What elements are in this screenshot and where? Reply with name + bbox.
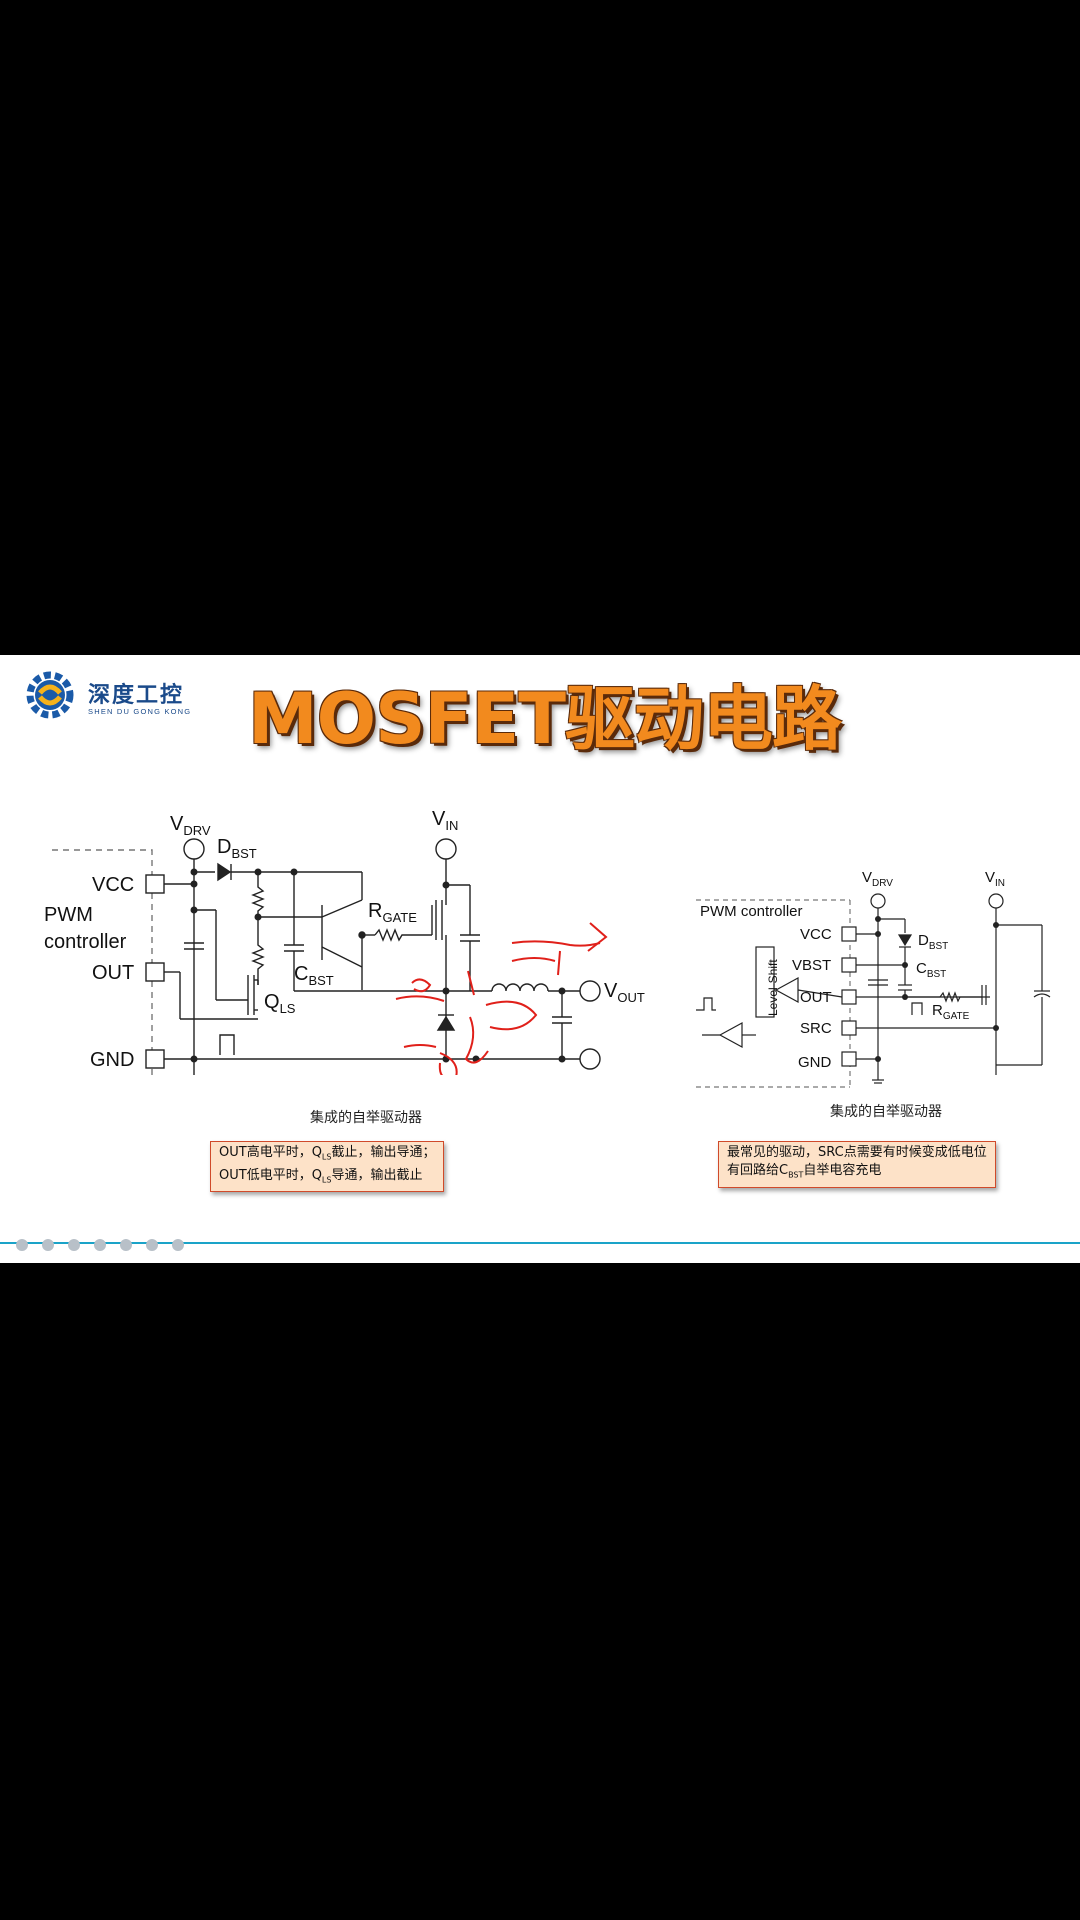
r-label-vdrv: VDRV [862, 869, 893, 889]
left-note: OUT高电平时，QLS截止，输出导通； OUT低电平时，QLS导通，输出截止 [210, 1141, 445, 1193]
right-note: 最常见的驱动，SRC点需要有时候变成低电位 有回路给CBST自举电容充电 [718, 1141, 996, 1188]
left-circuit-diagram: VDRV DBST VIN VCC PWM controller OUT GND… [44, 808, 645, 1075]
presentation-toolbar [10, 1235, 190, 1257]
gear-logo-icon [26, 671, 74, 719]
r-label-pwm-controller: PWM controller [700, 903, 803, 920]
right-circuit-diagram: Level-Shift VDRV VIN PWM controller VCC … [696, 869, 1051, 1088]
label-vout: VOUT [604, 980, 645, 1005]
r-label-vcc: VCC [800, 926, 832, 943]
left-caption: 集成的自举驱动器 [310, 1110, 422, 1126]
progress-line [0, 1242, 1080, 1244]
label-pwm: PWM [44, 904, 93, 926]
slide: 深度工控 SHEN DU GONG KONG MOSFET驱动电路 [0, 655, 1080, 1263]
grid-icon[interactable] [172, 1239, 184, 1251]
prev-icon[interactable] [16, 1239, 28, 1251]
logo-text: 深度工控 [88, 683, 185, 708]
chat-icon[interactable] [146, 1239, 158, 1251]
r-label-vin: VIN [985, 869, 1005, 889]
label-vcc: VCC [92, 874, 134, 896]
label-controller: controller [44, 931, 127, 953]
next-icon[interactable] [42, 1239, 54, 1251]
r-label-dbst: DBST [918, 932, 948, 952]
label-qls: QLS [264, 991, 296, 1016]
label-vdrv: VDRV [170, 813, 211, 838]
label-out: OUT [92, 962, 134, 984]
camera-icon[interactable] [120, 1239, 132, 1251]
slide-title: MOSFET驱动电路 [248, 678, 842, 760]
r-label-vbst: VBST [792, 957, 831, 974]
right-caption: 集成的自举驱动器 [830, 1104, 942, 1120]
fullscreen-icon[interactable] [94, 1239, 106, 1251]
handwritten-annotations [395, 922, 608, 1075]
pen-icon[interactable] [68, 1239, 80, 1251]
r-label-out: OUT [800, 989, 832, 1006]
r-label-src: SRC [800, 1020, 832, 1037]
r-label-cbst: CBST [916, 960, 946, 980]
level-shift-label: Level-Shift [766, 959, 780, 1016]
label-gnd: GND [90, 1049, 134, 1071]
label-dbst: DBST [217, 836, 257, 861]
logo-subtext: SHEN DU GONG KONG [88, 707, 192, 716]
label-cbst: CBST [294, 963, 334, 988]
label-rgate: RGATE [368, 900, 417, 925]
label-vin: VIN [432, 808, 458, 833]
r-label-gnd: GND [798, 1054, 832, 1071]
r-label-rgate: RGATE [932, 1002, 970, 1022]
logo: 深度工控 SHEN DU GONG KONG [22, 667, 222, 727]
